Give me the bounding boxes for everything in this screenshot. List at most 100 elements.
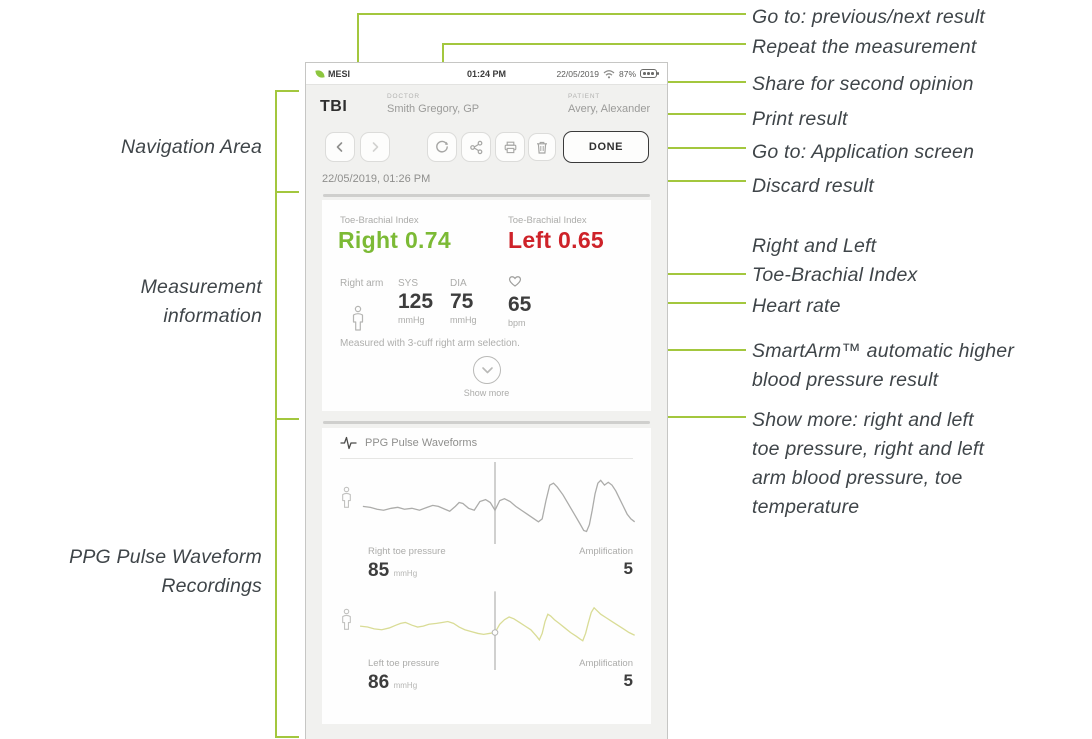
patient-name: Avery, Alexander xyxy=(568,103,651,115)
measurement-card: Toe-Brachial Index Toe-Brachial Index Ri… xyxy=(322,200,651,411)
measurement-note: Measured with 3-cuff right arm selection… xyxy=(340,338,520,349)
left-toe-pressure-unit: mmHg xyxy=(393,681,418,690)
tbi-left-label: Toe-Brachial Index xyxy=(508,215,587,226)
annotation-share: Share for second opinion xyxy=(752,73,974,95)
patient-label: PATIENT xyxy=(568,93,601,100)
status-time: 01:24 PM xyxy=(466,68,507,79)
annotation-line: temperature xyxy=(752,496,860,518)
discard-button[interactable] xyxy=(528,133,556,161)
cursor-marker xyxy=(491,629,499,636)
left-toe-pressure-label: Left toe pressure xyxy=(368,658,440,669)
right-amplification-block: Amplification 5 xyxy=(579,546,633,579)
annotation-heart-rate: Heart rate xyxy=(752,295,841,317)
right-toe-pressure-value: 85 xyxy=(368,560,390,581)
annotation-line: Right and Left xyxy=(752,235,877,257)
right-toe-pressure-label: Right toe pressure xyxy=(368,546,446,557)
tbi-right-value: Right 0.74 xyxy=(338,227,451,253)
left-toe-waveform-chart[interactable] xyxy=(344,606,646,670)
pulse-waveform-icon xyxy=(340,436,357,450)
person-icon xyxy=(342,486,351,508)
next-result-icon xyxy=(372,142,379,152)
annotation-smartarm: SmartArm™ automatic higher blood pressur… xyxy=(752,337,1014,395)
annotation-line: Navigation Area xyxy=(120,136,262,158)
dia-label: DIA xyxy=(450,278,467,289)
doctor-name: Smith Gregory, GP xyxy=(387,103,480,115)
trash-icon xyxy=(537,141,547,154)
share-button[interactable] xyxy=(461,132,491,162)
annotation-line: toe pressure, right and left xyxy=(752,438,985,460)
left-bracket-line xyxy=(275,90,277,738)
print-button[interactable] xyxy=(495,132,525,162)
annotation-line: SmartArm™ automatic higher xyxy=(752,340,1015,362)
left-bracket-tick xyxy=(275,191,299,193)
annotation-navigation-area: Navigation Area xyxy=(20,133,262,162)
annotation-line: blood pressure result xyxy=(752,369,939,391)
left-amplification-block: Amplification 5 xyxy=(579,658,633,691)
annotation-line: Measurement xyxy=(140,276,262,298)
callout-line-heart-rate xyxy=(630,302,746,304)
battery-percent: 87% xyxy=(618,68,636,79)
right-toe-pressure-block: Right toe pressure 85 mmHg xyxy=(368,546,446,582)
app-header: TBI DOCTOR Smith Gregory, GP PATIENT Ave… xyxy=(306,85,667,132)
annotation-discard: Discard result xyxy=(752,175,874,197)
ppg-header: PPG Pulse Waveforms xyxy=(340,436,477,450)
battery-icon xyxy=(640,69,659,78)
previous-result-button[interactable] xyxy=(325,132,355,162)
left-toe-pressure-value: 86 xyxy=(368,672,390,693)
ppg-title: PPG Pulse Waveforms xyxy=(365,437,478,449)
section-divider xyxy=(323,194,650,197)
left-bracket-tick xyxy=(275,90,299,92)
amplification-value: 5 xyxy=(623,559,633,578)
sys-value: 125 xyxy=(398,290,434,313)
right-toe-waveform-line xyxy=(363,480,635,531)
doctor-label: DOCTOR xyxy=(387,93,420,100)
dia-block: DIA 75 mmHg xyxy=(450,278,477,325)
dia-value: 75 xyxy=(450,290,474,313)
annotation-line: information xyxy=(163,305,262,327)
status-bar: MESI 01:24 PM 22/05/2019 87% xyxy=(306,63,667,85)
callout-line-repeat xyxy=(442,43,746,45)
annotation-repeat: Repeat the measurement xyxy=(752,36,977,58)
amplification-label: Amplification xyxy=(579,546,633,557)
annotation-show-more: Show more: right and left toe pressure, … xyxy=(752,406,984,522)
right-toe-pressure-unit: mmHg xyxy=(393,569,418,578)
sys-block: SYS 125 mmHg xyxy=(398,278,433,325)
brand-logo: MESI xyxy=(315,69,350,79)
repeat-icon xyxy=(436,140,449,153)
repeat-measurement-button[interactable] xyxy=(427,132,457,162)
amplification-value: 5 xyxy=(623,671,633,690)
print-icon xyxy=(504,141,516,153)
right-arm-block: Right arm xyxy=(340,278,383,331)
callout-line-prev-next xyxy=(357,13,746,15)
right-toe-waveform-chart[interactable] xyxy=(344,462,646,544)
patient-info: PATIENT Avery, Alexander xyxy=(568,93,650,115)
annotation-line: PPG Pulse Waveform xyxy=(69,546,262,568)
annotation-line: arm blood pressure, toe xyxy=(752,467,963,489)
next-result-button[interactable] xyxy=(360,132,390,162)
callout-line-done xyxy=(632,147,746,149)
amplification-label: Amplification xyxy=(579,658,633,669)
heart-rate-value: 65 xyxy=(508,293,532,316)
annotation-tbi: Right and Left Toe-Brachial Index xyxy=(752,232,917,290)
tbi-right-label: Toe-Brachial Index xyxy=(340,215,419,226)
left-bracket-tick xyxy=(275,418,299,420)
divider xyxy=(340,458,633,459)
section-divider xyxy=(323,421,650,424)
annotation-measurement-information: Measurement information xyxy=(20,273,262,331)
person-icon xyxy=(342,608,351,630)
annotation-ppg-recordings: PPG Pulse Waveform Recordings xyxy=(20,543,262,601)
previous-result-icon xyxy=(336,142,343,152)
annotation-print: Print result xyxy=(752,108,848,130)
left-toe-waveform-line xyxy=(360,608,635,641)
annotation-line: Show more: right and left xyxy=(752,409,974,431)
annotation-prev-next: Go to: previous/next result xyxy=(752,6,986,28)
heart-icon xyxy=(508,276,522,287)
tbi-left-value: Left 0.65 xyxy=(508,227,605,253)
annotation-app-screen: Go to: Application screen xyxy=(752,141,975,163)
show-more-button[interactable] xyxy=(473,356,501,384)
page-title: TBI xyxy=(320,98,348,115)
heart-rate-block: 65 bpm xyxy=(508,274,531,328)
dia-unit: mmHg xyxy=(450,315,477,325)
sys-unit: mmHg xyxy=(398,315,425,325)
done-button[interactable]: DONE xyxy=(563,131,649,163)
